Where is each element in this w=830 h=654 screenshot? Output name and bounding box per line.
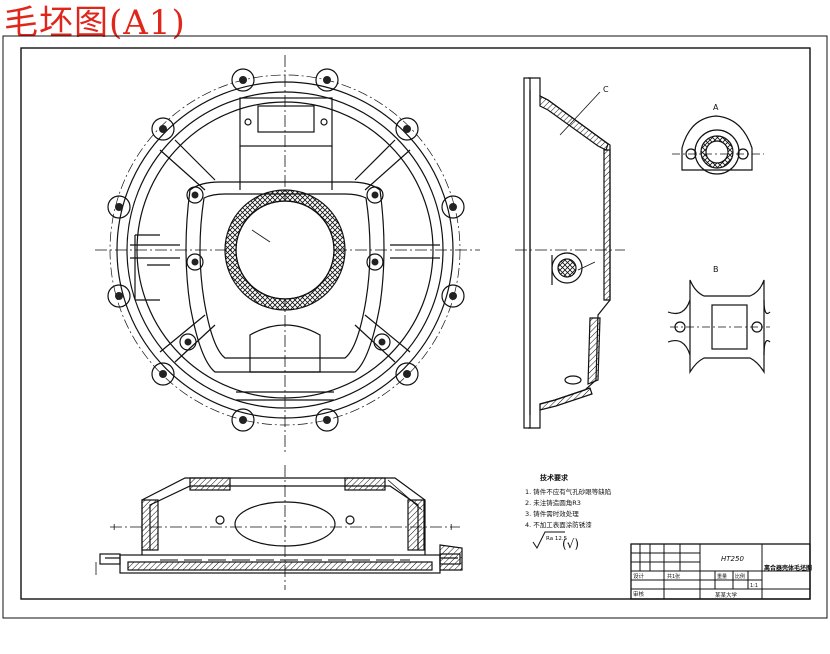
detail-a [672,115,764,175]
designer-label: 设计 [633,572,645,580]
section-marker-left: I [113,523,115,532]
tech-requirement-item: 3. 铸件需时效处理 [525,509,579,518]
view-c-label: C [603,85,609,94]
detail-b [667,279,771,375]
bottom-section-view [95,465,463,590]
sheet-label: 共1张 [667,573,680,580]
outer-border [2,35,828,619]
company-label: 某某大学 [715,591,738,599]
bolt-lugs [107,68,465,432]
material-text: HT250 [721,555,744,563]
roughness-symbol-icon [532,531,565,549]
tech-requirement-item: 1. 铸件不应有气孔砂眼等缺陷 [525,487,611,496]
title-block [630,543,811,600]
tech-requirement-item: 2. 未注铸造圆角R3 [525,498,581,507]
weight-label: 重量 [717,573,727,580]
scale-label: 比例 [735,573,745,580]
tech-requirements-heading: 技术要求 [540,473,569,482]
roughness-value: Ra 12.5 [546,536,568,542]
section-marker-right: I [450,523,452,532]
inner-border [20,47,811,600]
detail-b-label: B [713,265,719,274]
tech-requirements: 技术要求 1. 铸件不应有气孔砂眼等缺陷 2. 未注铸造圆角R3 3. 铸件需时… [525,473,611,551]
drawing-name: 离合器壳体毛坯图 [764,564,812,572]
scale-value: 1:1 [750,583,758,589]
side-section-view [515,77,625,429]
tech-requirement-item: 4. 不加工表面涂防锈漆 [525,520,592,529]
detail-a-label: A [713,103,719,112]
roughness-general: (√) [562,537,579,551]
bolt-holes [115,76,457,424]
front-view [95,55,480,455]
checker-label: 审核 [633,590,645,598]
